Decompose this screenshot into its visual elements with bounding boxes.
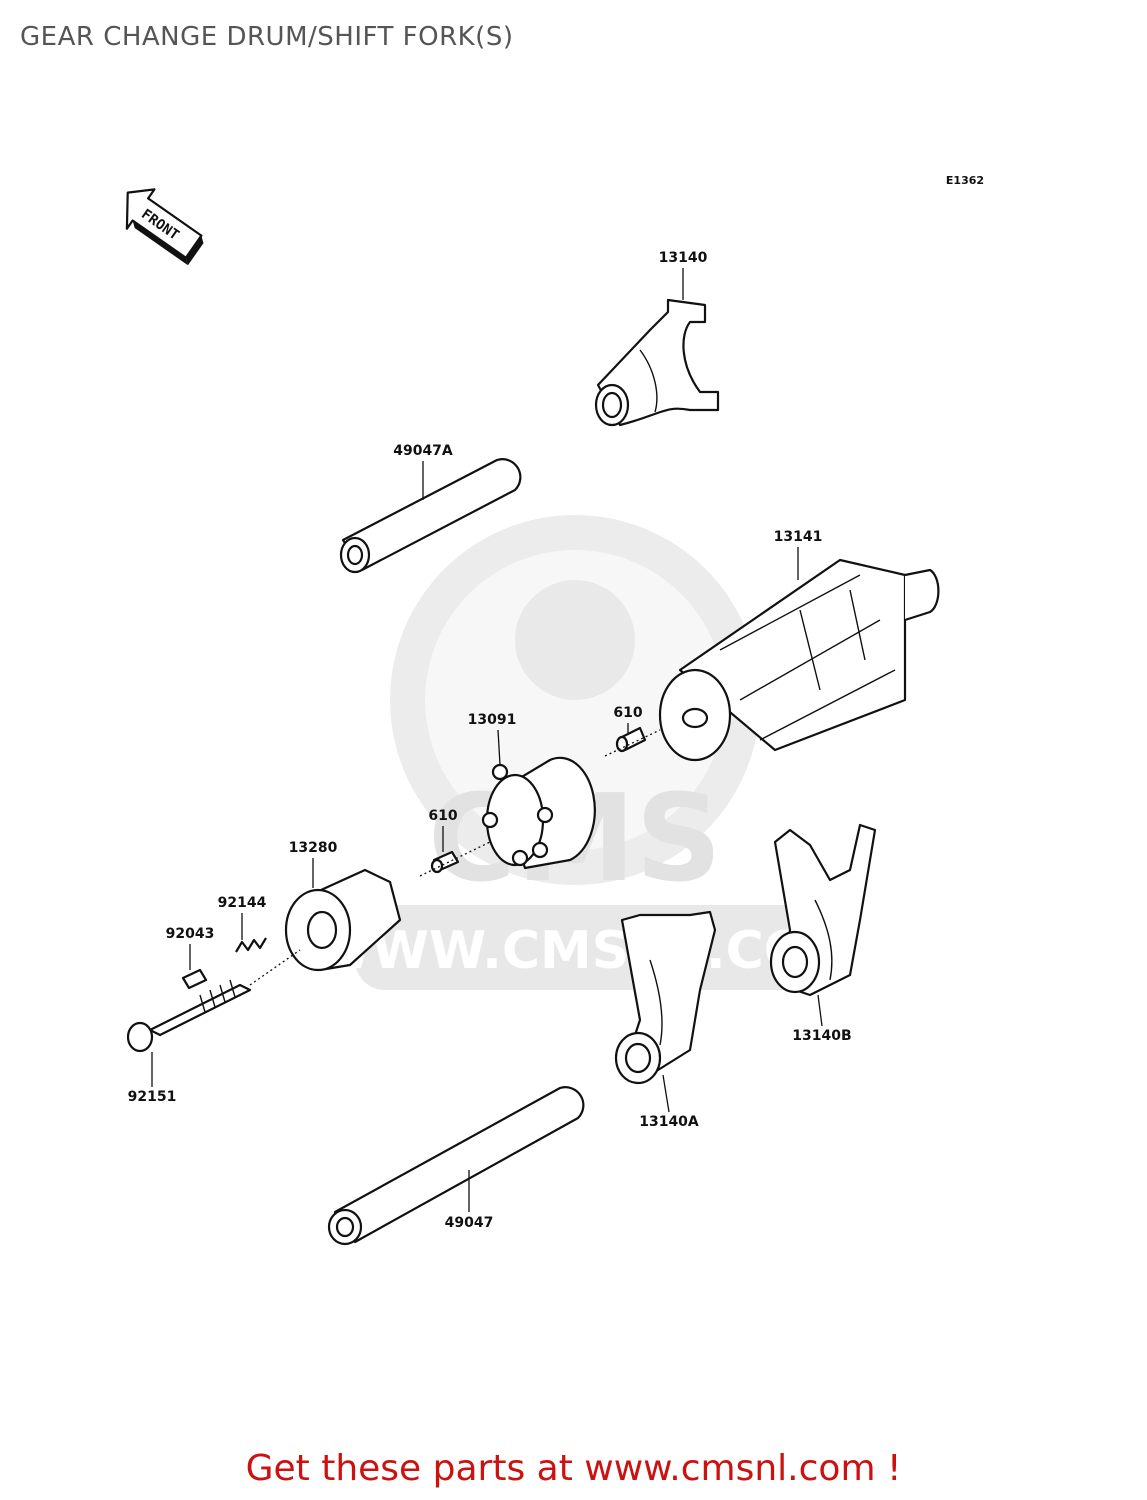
label-610-right: 610: [613, 705, 642, 721]
shift-fork-13140A[interactable]: [614, 910, 717, 1085]
leader-13140B: [817, 994, 823, 1027]
shift-fork-13140[interactable]: [594, 298, 720, 427]
shift-fork-13140B[interactable]: [769, 823, 877, 997]
label-92144: 92144: [218, 895, 267, 911]
page-title: GEAR CHANGE DRUM/SHIFT FORK(S): [20, 22, 514, 52]
label-13141: 13141: [774, 529, 823, 545]
cam-13280[interactable]: [284, 868, 402, 972]
leader-13091: [497, 729, 501, 766]
diagram-code: E1362: [946, 174, 984, 187]
watermark-url: WWW.CMSNL.COM: [314, 921, 859, 981]
label-13140B: 13140B: [792, 1028, 851, 1044]
dashed-axis-3: [249, 949, 301, 986]
leader-13140A: [662, 1074, 670, 1113]
label-49047A: 49047A: [393, 443, 453, 459]
spring-92144[interactable]: [235, 937, 267, 953]
pin-plate-13091[interactable]: [481, 756, 596, 870]
label-92043: 92043: [166, 926, 215, 942]
label-13091: 13091: [468, 712, 517, 728]
front-arrow-icon: FRONT: [125, 188, 204, 266]
shaft-49047[interactable]: [327, 1086, 585, 1246]
shaft-49047A[interactable]: [339, 458, 522, 574]
label-92151: 92151: [128, 1089, 177, 1105]
label-13140: 13140: [659, 250, 708, 266]
pin-92043[interactable]: [181, 968, 208, 990]
gear-change-drum-13141[interactable]: [658, 558, 940, 762]
dashed-axis-1: [604, 729, 661, 757]
label-610-left: 610: [428, 808, 457, 824]
footer-link[interactable]: Get these parts at www.cmsnl.com !: [245, 1448, 902, 1489]
label-13140A: 13140A: [639, 1114, 699, 1130]
label-49047: 49047: [445, 1215, 494, 1231]
bolt-92151[interactable]: [126, 979, 252, 1053]
label-13280: 13280: [289, 840, 338, 856]
